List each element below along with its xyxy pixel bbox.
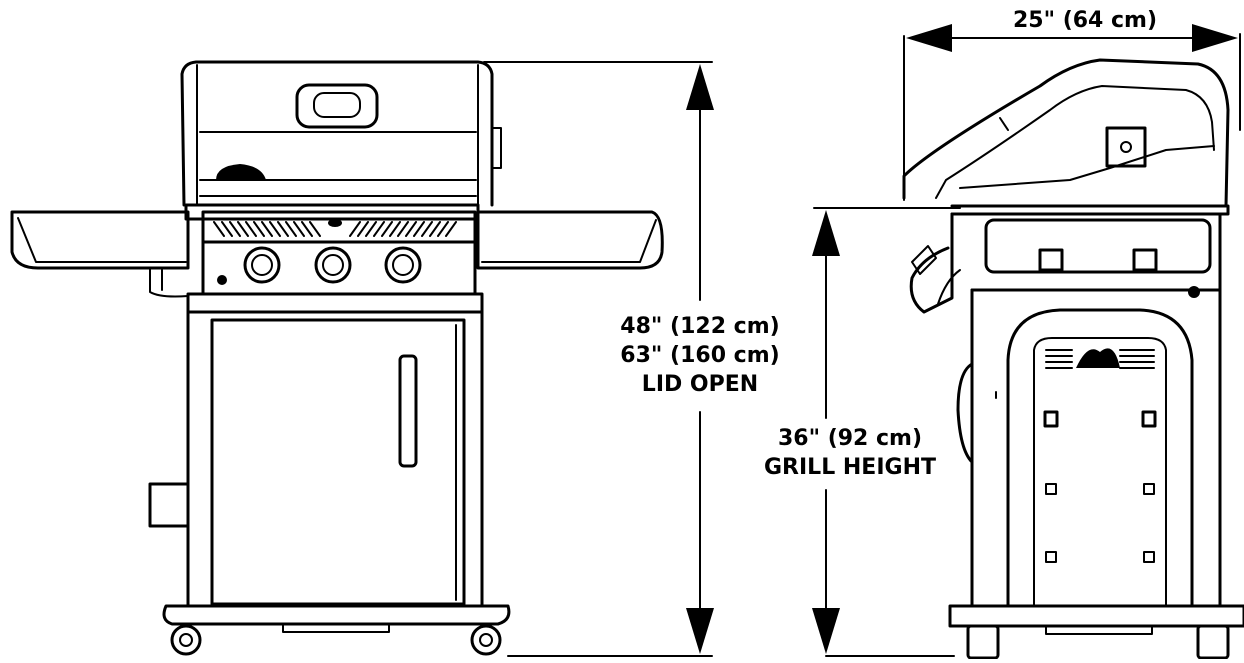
width-label: 25" (64 cm) <box>1012 8 1158 33</box>
lid-open-caption: LID OPEN <box>641 372 759 397</box>
side-view-grill <box>902 58 1244 660</box>
side-bolt-icon <box>1188 286 1200 298</box>
side-control-knob <box>909 212 954 314</box>
side-rivet-icon <box>1141 410 1157 428</box>
width-arrow-right-icon <box>1192 24 1238 52</box>
side-latch-right-icon <box>1132 248 1158 272</box>
burner-knob-left-icon <box>243 246 281 284</box>
front-left-caster-icon <box>170 624 202 656</box>
overall-height-open-text: 63" (160 cm) <box>620 343 780 368</box>
door-handle <box>398 354 418 468</box>
overall-height-dimension <box>483 61 714 657</box>
lid-handle-badge <box>295 83 379 129</box>
burner-knob-center-icon <box>314 246 352 284</box>
side-firebox-window <box>984 218 1212 274</box>
side-latch-left-icon <box>1038 248 1064 272</box>
cabinet-door <box>210 318 466 606</box>
ignition-button-icon <box>217 275 227 285</box>
front-cart <box>148 310 511 656</box>
tank-holder <box>148 482 190 528</box>
overall-height-arrow-up-icon <box>686 64 714 110</box>
grill-height-label: 36" (92 cm) GRILL HEIGHT <box>700 424 1000 482</box>
grill-height-caption: GRILL HEIGHT <box>764 455 936 480</box>
side-tool-hook <box>956 362 974 464</box>
grill-height-value-text: 36" (92 cm) <box>777 426 923 451</box>
front-right-caster-icon <box>470 624 502 656</box>
side-rivet-icon <box>1043 410 1059 428</box>
side-flame-logo-icon <box>1076 348 1120 368</box>
brand-logo-icon <box>216 164 266 180</box>
overall-height-label: 48" (122 cm) 63" (160 cm) LID OPEN <box>560 312 840 399</box>
grill-height-arrow-up-icon <box>812 210 840 256</box>
grill-height-arrow-down-icon <box>812 608 840 654</box>
front-left-side-shelf <box>10 210 190 270</box>
vent-slots <box>213 219 457 237</box>
overall-height-arrow-down-icon <box>686 608 714 654</box>
side-right-wheel-icon <box>1196 624 1230 660</box>
width-arrow-left-icon <box>906 24 952 52</box>
side-left-wheel-icon <box>966 624 1000 660</box>
overall-height-closed-text: 48" (122 cm) <box>620 314 780 339</box>
front-view-grill <box>10 60 664 656</box>
front-lid <box>180 60 502 207</box>
side-open-lid <box>902 58 1230 208</box>
burner-knob-right-icon <box>384 246 422 284</box>
width-dimension <box>903 24 1241 201</box>
front-right-side-shelf <box>476 210 664 270</box>
front-control-panel <box>184 203 484 314</box>
side-hinge-bracket <box>1105 126 1147 168</box>
side-cart <box>948 288 1244 660</box>
grill-height-dimension <box>812 207 961 657</box>
